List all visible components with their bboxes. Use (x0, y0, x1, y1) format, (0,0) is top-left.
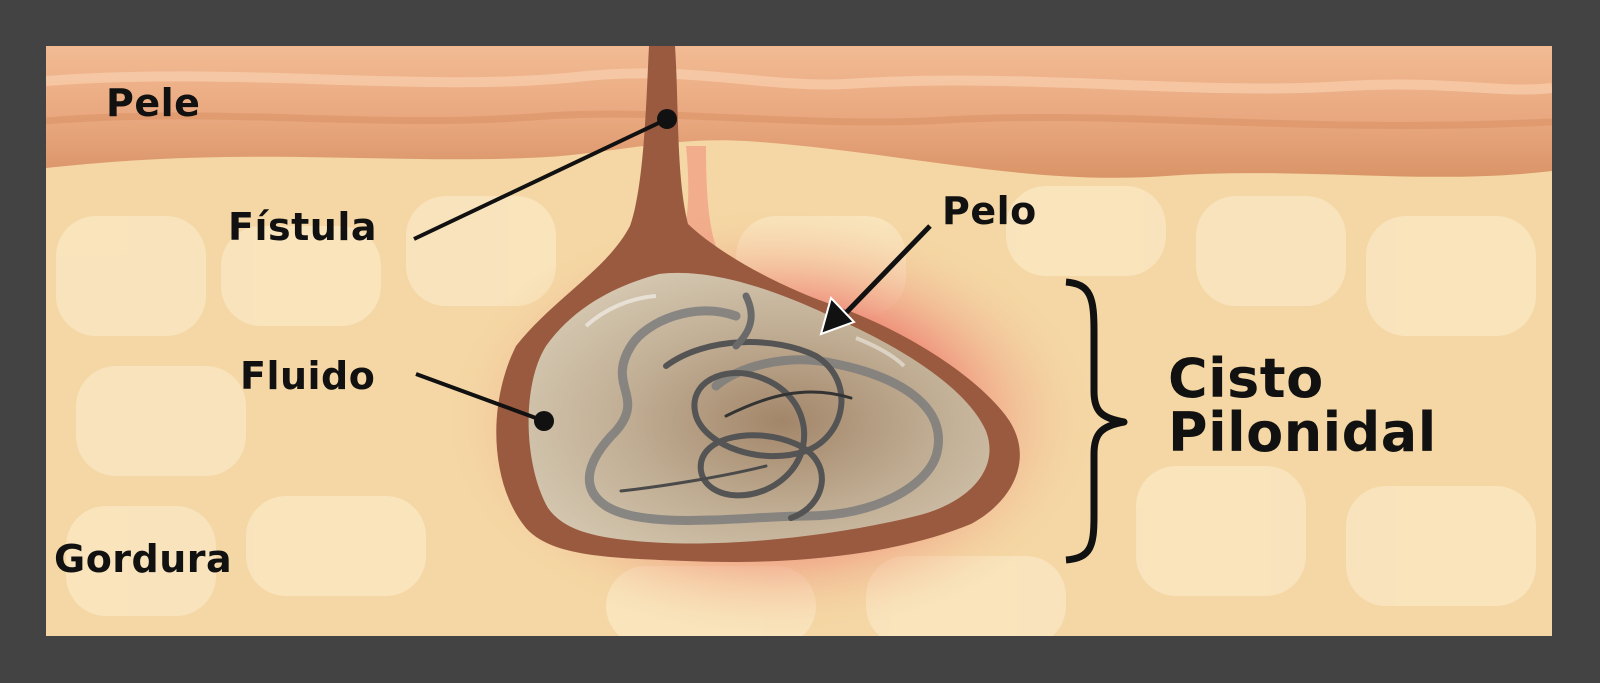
label-fluid: Fluido (240, 354, 376, 398)
hair-strands (584, 292, 943, 525)
label-fistula: Fístula (228, 205, 377, 249)
pilonidal-cyst-illustration (46, 46, 1552, 636)
cyst-title-line2: Pilonidal (1168, 401, 1437, 464)
hair-arrow (819, 224, 932, 336)
cyst-title-line1: Cisto (1168, 347, 1324, 410)
skin-layer (46, 46, 1552, 178)
fat-lobules (56, 186, 1536, 636)
fluid-pointer-dot (534, 411, 554, 431)
label-hair: Pelo (942, 189, 1037, 233)
leader-lines (413, 117, 668, 423)
cyst-brace (1065, 278, 1128, 564)
label-fat: Gordura (54, 537, 233, 581)
fistula-pointer-dot (657, 109, 677, 129)
cyst-title: Cisto Pilonidal (1168, 352, 1437, 460)
label-skin: Pele (106, 81, 201, 125)
cyst-fluid (528, 272, 990, 544)
diagram-panel: Pele Fístula Pelo Fluido Gordura Cisto P… (46, 46, 1552, 636)
